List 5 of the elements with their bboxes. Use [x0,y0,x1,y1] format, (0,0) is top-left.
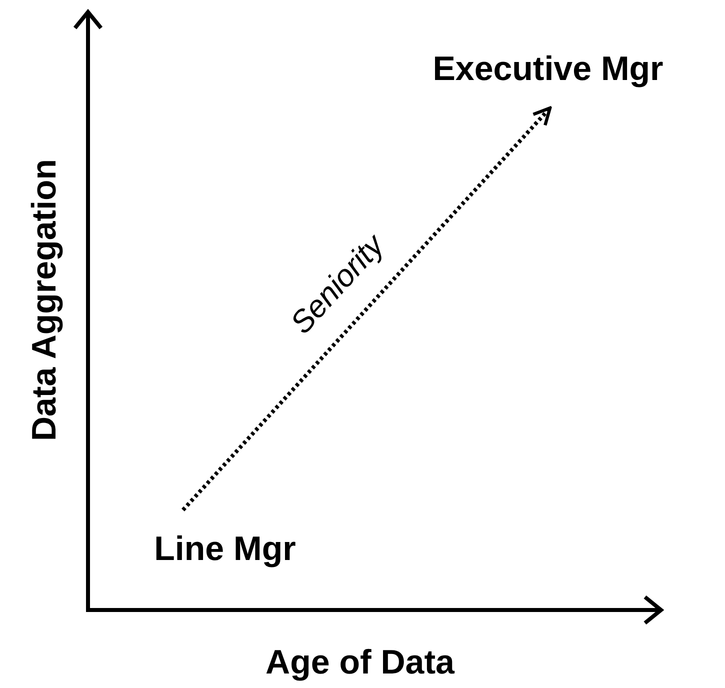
axis-title: Data Aggregation [26,158,64,442]
arrow [182,106,552,512]
axis-title: Age of Data [266,644,454,682]
node-label: Line Mgr [154,530,296,568]
node-label: Executive Mgr [432,50,664,88]
